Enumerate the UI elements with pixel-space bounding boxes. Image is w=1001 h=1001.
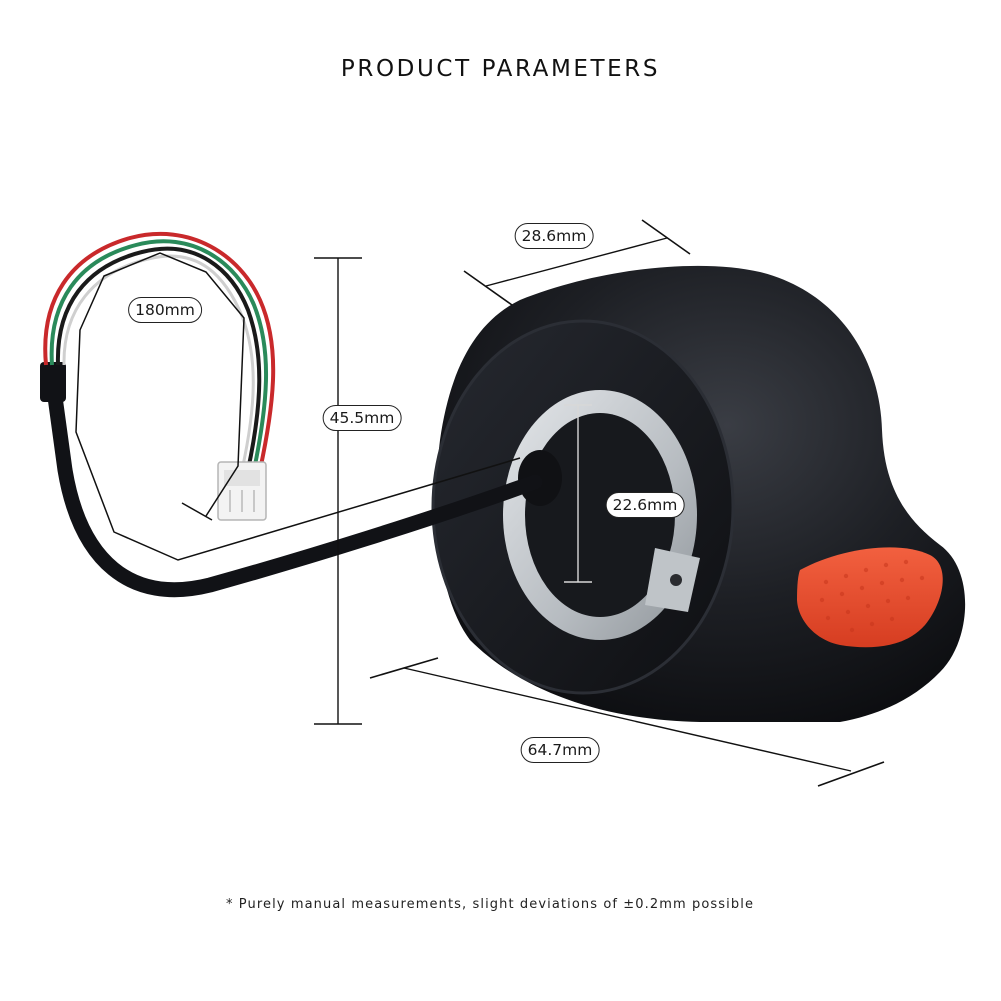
cable-length-label: 180mm xyxy=(128,297,202,323)
bore-label: 22.6mm xyxy=(605,492,685,518)
measurement-footnote: * Purely manual measurements, slight dev… xyxy=(225,897,755,912)
wire-white xyxy=(62,254,255,471)
width-label: 28.6mm xyxy=(514,223,594,249)
wire-black xyxy=(55,246,262,471)
length-label: 64.7mm xyxy=(520,737,600,763)
length-dimension-line xyxy=(403,667,852,772)
page-title: PRODUCT PARAMETERS xyxy=(340,56,661,82)
dimension-lines xyxy=(75,219,885,787)
width-dimension-line xyxy=(485,237,668,287)
wire-red xyxy=(43,232,276,471)
thumb-button xyxy=(797,547,943,648)
button-texture xyxy=(819,559,925,633)
connector xyxy=(217,461,267,521)
height-label: 45.5mm xyxy=(322,405,402,431)
cable-length-outline xyxy=(75,252,521,561)
cable xyxy=(44,367,543,598)
wire-green xyxy=(49,239,268,471)
